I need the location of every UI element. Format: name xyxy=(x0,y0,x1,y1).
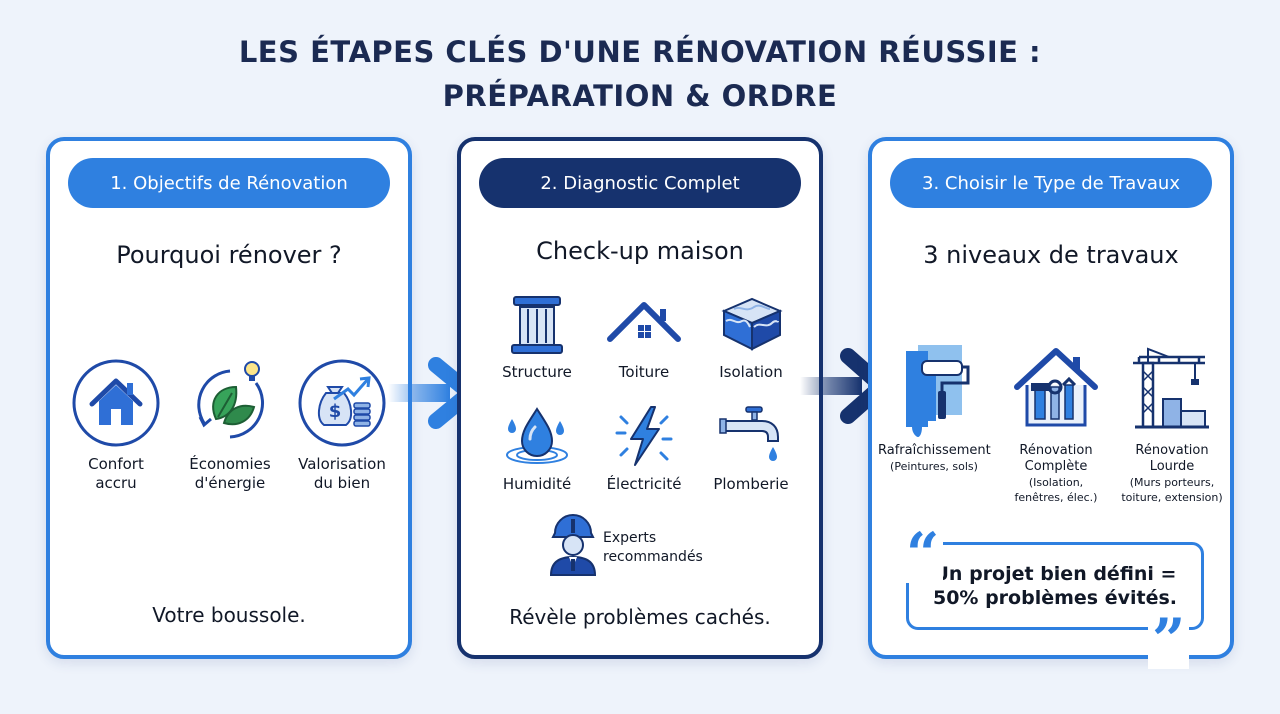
leaf-energy-icon xyxy=(197,361,264,439)
step-2-footer: Révèle problèmes cachés. xyxy=(509,605,771,629)
step-3-header: 3. Choisir le Type de Travaux xyxy=(890,158,1212,208)
close-quote-icon: ” xyxy=(1148,611,1190,669)
work-refresh-label: Rafraîchissement xyxy=(878,443,991,458)
crane-icon xyxy=(1133,347,1209,429)
water-drop-icon xyxy=(506,407,568,464)
check-insulation-label: Isolation xyxy=(719,363,783,381)
lightning-icon xyxy=(615,406,673,466)
step-1-card: 1. Objectifs de Rénovation Pourquoi réno… xyxy=(46,137,412,659)
goal-value-label-1: Valorisation xyxy=(298,455,386,473)
goal-comfort-label-1: Confort xyxy=(88,455,144,473)
work-complete-detail-2: fenêtres, élec.) xyxy=(1014,491,1098,504)
work-complete-label-2: Complète xyxy=(1024,459,1088,474)
work-heavy: Rénovation Lourde (Murs porteurs, toitur… xyxy=(1112,341,1232,505)
roof-icon xyxy=(607,302,681,342)
check-plumbing-label: Plomberie xyxy=(713,475,789,493)
work-heavy-label-2: Lourde xyxy=(1149,459,1195,474)
title-line-1: LES ÉTAPES CLÉS D'UNE RÉNOVATION RÉUSSIE… xyxy=(238,35,1042,69)
check-insulation: Isolation xyxy=(695,291,807,382)
svg-text:$: $ xyxy=(329,401,342,422)
money-bag-growth-icon: $ xyxy=(298,359,386,447)
goal-property-value: $ Valorisation du bien xyxy=(288,357,396,493)
step-1-header: 1. Objectifs de Rénovation xyxy=(68,158,390,208)
paint-roller-icon xyxy=(906,345,970,437)
goal-comfort: Confort accru xyxy=(64,357,168,493)
check-roof: Toiture xyxy=(588,291,700,382)
step-3-subtitle: 3 niveaux de travaux xyxy=(923,241,1179,269)
check-roof-label: Toiture xyxy=(618,363,670,381)
open-quote-icon: “ xyxy=(902,525,944,583)
goal-comfort-label-2: accru xyxy=(95,474,137,492)
work-heavy-label-1: Rénovation xyxy=(1135,443,1209,458)
title-line-2: PRÉPARATION & ORDRE xyxy=(442,79,838,113)
step-1-subtitle: Pourquoi rénover ? xyxy=(116,241,342,269)
column-icon xyxy=(511,296,563,354)
goal-energy-savings: Économies d'énergie xyxy=(178,357,282,493)
engineer-icon xyxy=(549,514,597,576)
step-1-footer: Votre boussole. xyxy=(152,603,306,627)
check-humidity-label: Humidité xyxy=(502,475,572,493)
work-heavy-detail-2: toiture, extension) xyxy=(1121,491,1223,504)
check-plumbing: Plomberie xyxy=(695,403,807,494)
work-refresh: Rafraîchissement (Peintures, sols) xyxy=(878,341,991,474)
check-structure-label: Structure xyxy=(502,363,572,381)
check-structure: Structure xyxy=(481,291,593,382)
work-complete-label-1: Rénovation xyxy=(1019,443,1093,458)
faucet-icon xyxy=(719,406,779,461)
key-quote-line-1: Un projet bien défini = xyxy=(933,563,1177,585)
work-complete-detail-1: (Isolation, xyxy=(1028,476,1084,489)
experts-label-2: recommandés xyxy=(603,549,703,565)
work-heavy-detail-1: (Murs porteurs, xyxy=(1129,476,1215,489)
step-3-card: 3. Choisir le Type de Travaux 3 niveaux … xyxy=(868,137,1234,669)
step-2-header: 2. Diagnostic Complet xyxy=(479,158,801,208)
check-electricity-label: Électricité xyxy=(606,475,682,493)
work-complete: Rénovation Complète (Isolation, fenêtres… xyxy=(1000,341,1112,505)
goal-energy-label-2: d'énergie xyxy=(194,474,266,492)
house-icon xyxy=(72,359,160,447)
step-2-subtitle: Check-up maison xyxy=(536,237,744,265)
experts-label-1: Experts xyxy=(603,530,657,546)
insulation-icon xyxy=(721,297,783,351)
key-quote-line-2: 50% problèmes évités. xyxy=(932,587,1177,609)
house-tools-icon xyxy=(1014,348,1098,427)
work-refresh-detail: (Peintures, sols) xyxy=(890,460,978,473)
goal-energy-label-1: Économies xyxy=(189,455,271,473)
experts-recommended: Experts recommandés xyxy=(545,513,745,585)
goal-value-label-2: du bien xyxy=(313,474,371,492)
check-electricity: Électricité xyxy=(588,403,700,494)
step-2-card: 2. Diagnostic Complet Check-up maison St… xyxy=(457,137,823,659)
check-humidity: Humidité xyxy=(481,403,593,494)
page-title: LES ÉTAPES CLÉS D'UNE RÉNOVATION RÉUSSIE… xyxy=(0,30,1280,118)
